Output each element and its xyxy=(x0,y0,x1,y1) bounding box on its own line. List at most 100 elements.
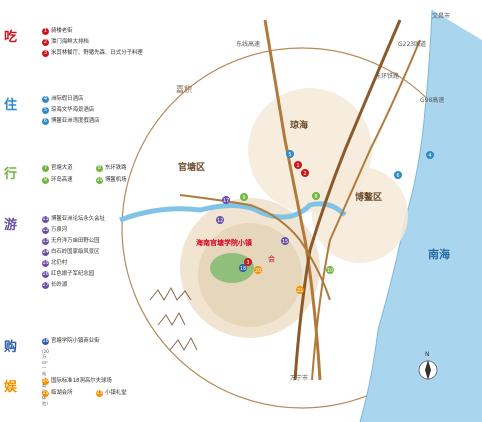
marker-12[interactable] xyxy=(216,216,224,224)
legend-label: 长岭湖 xyxy=(51,282,68,288)
marker-21[interactable] xyxy=(296,286,304,294)
legend-label: 骑楼老街 xyxy=(51,28,73,34)
svg-text:9: 9 xyxy=(242,195,245,201)
badge-15: 15 xyxy=(42,260,49,267)
svg-text:3: 3 xyxy=(246,260,249,266)
badge-3: 3 xyxy=(42,50,49,57)
badge-1: 1 xyxy=(42,28,49,35)
marker-group: 1 2 3 4 5 6 8 9 10 12 15 17 18 20 21 xyxy=(216,150,434,294)
badge-12: 12 xyxy=(42,227,49,234)
marker-17[interactable] xyxy=(222,196,230,204)
label-g223: G223国道 xyxy=(398,40,426,48)
svg-text:5: 5 xyxy=(288,152,291,158)
marker-10[interactable] xyxy=(326,266,334,274)
label-guantang: 官塘区 xyxy=(178,161,205,173)
legend-tour-heading: 游 xyxy=(4,218,18,233)
badge-9: 9 xyxy=(42,177,49,184)
label-wanning: 万宁市 xyxy=(290,374,308,382)
marker-15[interactable] xyxy=(281,237,289,245)
marker-2[interactable] xyxy=(301,169,309,177)
label-g98: G98高速 xyxy=(420,96,444,104)
label-jiaji: 嘉积 xyxy=(176,84,192,94)
legend-label: 博鳌亚洲湾度假酒店 xyxy=(51,118,100,124)
marker-8[interactable] xyxy=(312,192,320,200)
label-huize: 会 xyxy=(268,254,275,263)
wanquan-river xyxy=(119,201,347,223)
marker-18[interactable] xyxy=(239,264,247,272)
marker-4[interactable] xyxy=(426,151,434,159)
legend-label: 琼海文华海景酒店 xyxy=(51,107,95,113)
road-expressway xyxy=(263,19,322,381)
legend-label: 白石岭国家级风景区 xyxy=(51,249,100,255)
badge-16: 16 xyxy=(42,271,49,278)
label-east-expressway: 东线高速 xyxy=(236,40,260,48)
legend-label: 洲际假日酒店 xyxy=(51,96,84,102)
legend-eat-heading: 吃 xyxy=(4,30,18,45)
badge-5: 5 xyxy=(42,107,49,114)
svg-text:21: 21 xyxy=(297,288,303,294)
label-wenchang: 文昌市 xyxy=(432,12,450,20)
marker-1[interactable] xyxy=(294,161,302,169)
marker-6[interactable] xyxy=(394,171,402,179)
road-guantang xyxy=(179,194,331,301)
label-north: N xyxy=(425,351,430,358)
badge-2: 2 xyxy=(42,39,49,46)
svg-text:18: 18 xyxy=(240,266,246,272)
badge-11: 11 xyxy=(42,216,49,223)
legend-label: 国际标准18洞高尔夫球场 xyxy=(51,378,112,384)
legend-label: 万泉河 xyxy=(51,227,68,233)
road-g223 xyxy=(311,39,421,381)
mountain-ridge xyxy=(149,286,198,351)
badge-4: 4 xyxy=(42,96,49,103)
badge-10: 10 xyxy=(96,177,103,184)
label-qionghai: 琼海 xyxy=(290,119,308,131)
legend-label: 临湖会所 xyxy=(51,390,73,396)
legend-label: 东环铁路 xyxy=(105,165,127,171)
north-arrow: N xyxy=(418,351,438,380)
marker-9[interactable] xyxy=(240,193,248,201)
marker-20[interactable] xyxy=(254,266,262,274)
label-town-name: 海南官塘学院小镇 xyxy=(196,238,252,247)
marker-5[interactable] xyxy=(286,150,294,158)
badge-14: 14 xyxy=(42,249,49,256)
legend-label: 官塘学院小镇商业街 xyxy=(51,338,100,344)
legend-label: 博鳌机场 xyxy=(105,177,127,183)
svg-text:1: 1 xyxy=(296,163,299,169)
svg-text:17: 17 xyxy=(223,198,229,204)
lake-park xyxy=(210,253,254,283)
zone-boao xyxy=(312,167,408,263)
badge-13: 13 xyxy=(42,238,49,245)
marker-3[interactable] xyxy=(244,258,252,266)
badge-18: 18 xyxy=(42,338,49,345)
legend-go-heading: 行 xyxy=(4,167,18,182)
legend-label: 小镇礼堂 xyxy=(105,390,127,396)
svg-text:4: 4 xyxy=(428,153,431,159)
badge-8: 8 xyxy=(96,165,103,172)
svg-text:2: 2 xyxy=(303,171,306,177)
legend-label: 红色娘子军纪念园 xyxy=(51,271,95,277)
badge-21: 21 xyxy=(96,390,103,397)
legend-stay-heading: 住 xyxy=(4,98,18,113)
